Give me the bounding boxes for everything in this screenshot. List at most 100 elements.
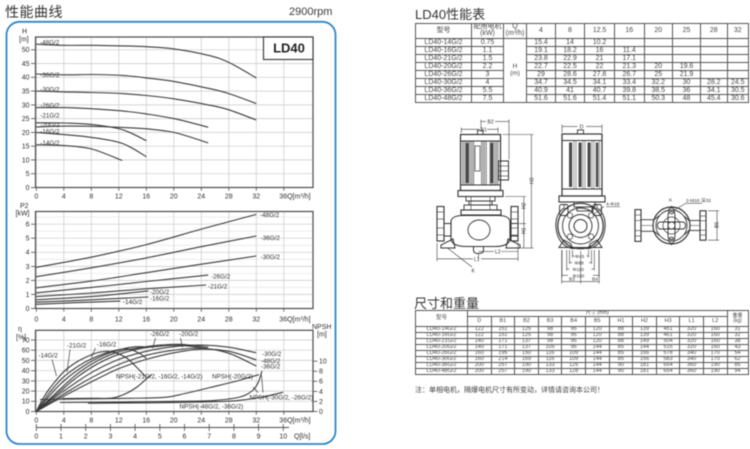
svg-text:Φ45: Φ45: [575, 254, 584, 260]
svg-text:-36G/2: -36G/2: [40, 72, 60, 79]
svg-text:24: 24: [197, 317, 205, 324]
svg-text:H3: H3: [529, 177, 535, 184]
svg-text:20: 20: [170, 418, 178, 425]
svg-text:H: H: [22, 29, 27, 36]
svg-text:40: 40: [22, 75, 30, 82]
svg-text:2: 2: [319, 399, 323, 406]
svg-text:12: 12: [115, 317, 123, 324]
svg-text:7: 7: [207, 434, 211, 441]
svg-text:K: K: [669, 198, 673, 204]
svg-text:4: 4: [319, 389, 323, 396]
svg-text:[kW]: [kW]: [16, 211, 30, 218]
svg-text:-21G/2: -21G/2: [208, 284, 228, 291]
svg-text:0: 0: [34, 434, 38, 441]
svg-text:-20G/2: -20G/2: [150, 289, 170, 296]
svg-text:-30G/2: -30G/2: [262, 351, 282, 358]
svg-text:-14G/2: -14G/2: [123, 299, 143, 306]
svg-text:4: 4: [133, 434, 137, 441]
svg-text:Φ160: Φ160: [573, 273, 585, 279]
svg-text:NPSH(-48G/2, -36G/2): NPSH(-48G/2, -36G/2): [180, 404, 244, 411]
svg-text:6: 6: [26, 222, 30, 229]
svg-text:D: D: [580, 125, 584, 131]
svg-text:-21G/2: -21G/2: [40, 113, 60, 120]
svg-text:0: 0: [26, 409, 30, 416]
svg-text:36Q[m3/h]: 36Q[m3/h]: [279, 193, 310, 201]
svg-text:2: 2: [84, 434, 88, 441]
svg-text:NPSH(-21G/2, -16G/2, -14G/2): NPSH(-21G/2, -16G/2, -14G/2): [116, 374, 202, 381]
svg-text:20: 20: [22, 130, 30, 137]
svg-text:10: 10: [319, 359, 327, 366]
svg-text:-36G/2: -36G/2: [261, 364, 281, 371]
svg-text:0: 0: [26, 185, 30, 192]
svg-text:24: 24: [197, 418, 205, 425]
svg-text:Φ88: Φ88: [575, 261, 584, 267]
svg-text:0: 0: [26, 306, 30, 313]
svg-text:-16G/2: -16G/2: [40, 129, 60, 136]
svg-text:32: 32: [252, 418, 260, 425]
svg-text:NPSH: NPSH: [312, 324, 331, 331]
svg-text:NPSH(-20G/2): NPSH(-20G/2): [212, 374, 253, 381]
svg-text:28: 28: [225, 317, 233, 324]
svg-text:20: 20: [22, 389, 30, 396]
svg-text:-26G/2: -26G/2: [40, 103, 60, 110]
svg-text:10: 10: [22, 399, 30, 406]
svg-text:5: 5: [26, 171, 30, 178]
svg-text:Q[l/s]: Q[l/s]: [294, 434, 310, 441]
svg-text:28: 28: [225, 418, 233, 425]
svg-text:-14G/2: -14G/2: [39, 353, 59, 360]
svg-text:H1: H1: [522, 227, 528, 234]
svg-text:10: 10: [279, 434, 287, 441]
svg-text:10: 10: [22, 157, 30, 164]
svg-text:-36G/2: -36G/2: [261, 235, 281, 242]
svg-text:8: 8: [319, 369, 323, 376]
svg-text:9: 9: [257, 434, 261, 441]
svg-text:24: 24: [197, 194, 205, 201]
svg-text:3: 3: [26, 264, 30, 271]
svg-text:-20G/2: -20G/2: [40, 122, 60, 129]
svg-text:-30G/2: -30G/2: [40, 87, 60, 94]
svg-text:L1: L1: [474, 257, 480, 263]
svg-text:η: η: [18, 326, 22, 333]
svg-text:B2: B2: [488, 120, 494, 126]
svg-text:8: 8: [89, 317, 93, 324]
svg-text:0: 0: [34, 418, 38, 425]
svg-text:-26G/2: -26G/2: [150, 331, 170, 338]
svg-text:4-Φ18: 4-Φ18: [606, 202, 620, 208]
svg-text:0: 0: [34, 194, 38, 201]
svg-text:12: 12: [115, 194, 123, 201]
svg-text:32: 32: [252, 194, 260, 201]
svg-text:20: 20: [170, 194, 178, 201]
svg-text:35: 35: [22, 89, 30, 96]
svg-text:15: 15: [22, 144, 30, 151]
svg-text:1: 1: [59, 434, 63, 441]
svg-text:-48G/2: -48G/2: [261, 358, 281, 365]
svg-text:-16G/2: -16G/2: [150, 296, 170, 303]
svg-text:-48G/2: -48G/2: [260, 212, 280, 219]
svg-text:4: 4: [62, 317, 66, 324]
svg-text:-20G/2: -20G/2: [179, 331, 199, 338]
svg-text:8: 8: [89, 194, 93, 201]
svg-text:16: 16: [142, 317, 150, 324]
svg-text:60: 60: [22, 348, 30, 355]
svg-text:[%]: [%]: [16, 335, 26, 342]
svg-text:5: 5: [26, 236, 30, 243]
svg-text:P2: P2: [20, 203, 29, 210]
svg-text:28: 28: [225, 194, 233, 201]
svg-text:2: 2: [26, 278, 30, 285]
svg-text:3: 3: [108, 434, 112, 441]
svg-text:-14G/2: -14G/2: [40, 140, 60, 147]
svg-text:4: 4: [62, 194, 66, 201]
svg-text:L2: L2: [495, 250, 501, 256]
svg-text:12: 12: [115, 418, 123, 425]
svg-text:B1: B1: [481, 127, 487, 133]
svg-text:B4: B4: [592, 277, 598, 283]
svg-text:4: 4: [26, 250, 30, 257]
svg-text:32: 32: [252, 317, 260, 324]
svg-text:2-M16 深32: 2-M16 深32: [686, 197, 711, 204]
svg-text:-48G/2: -48G/2: [40, 39, 60, 46]
svg-text:20: 20: [170, 317, 178, 324]
svg-text:-21G/2: -21G/2: [67, 343, 87, 350]
svg-text:0: 0: [34, 317, 38, 324]
svg-text:45: 45: [22, 61, 30, 68]
svg-text:8: 8: [232, 434, 236, 441]
